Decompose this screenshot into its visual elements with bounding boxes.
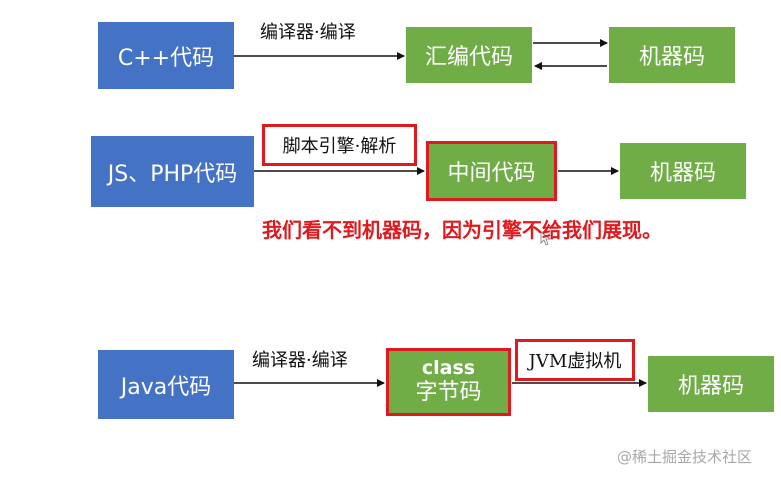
js-php-code-label: JS、PHP代码	[107, 161, 238, 187]
jvm-step-label: JVM虚拟机	[515, 339, 635, 381]
engine-note: 我们看不到机器码，因为引擎不给我们展现。	[262, 218, 662, 242]
intermediate-code-label: 中间代码	[447, 161, 536, 186]
watermark: @稀土掘金技术社区	[617, 448, 753, 466]
machine-code-box-3: 机器码	[648, 356, 774, 412]
js-php-code-box: JS、PHP代码	[91, 136, 254, 207]
assembly-code-box: 汇编代码	[406, 27, 532, 83]
compile-step-label-2: 编译器·编译	[252, 350, 348, 371]
machine-code-box-1: 机器码	[609, 27, 735, 83]
machine-code-label-3: 机器码	[677, 374, 744, 399]
machine-code-label-2: 机器码	[649, 161, 716, 186]
machine-code-box-2: 机器码	[620, 143, 746, 199]
intermediate-code-box: 中间代码	[426, 141, 557, 201]
bytecode-label: 字节码	[415, 380, 482, 406]
cpp-code-box: C++代码	[98, 22, 234, 89]
assembly-code-label: 汇编代码	[424, 45, 513, 70]
machine-code-label-1: 机器码	[638, 45, 705, 70]
script-engine-step-label: 脚本引擎·解析	[262, 124, 417, 166]
compile-step-label-1: 编译器·编译	[260, 22, 356, 43]
class-label: class	[421, 357, 476, 380]
class-bytecode-box: class 字节码	[386, 348, 511, 416]
cpp-code-label: C++代码	[117, 45, 215, 71]
java-code-label: Java代码	[120, 374, 212, 400]
java-code-box: Java代码	[98, 350, 234, 419]
